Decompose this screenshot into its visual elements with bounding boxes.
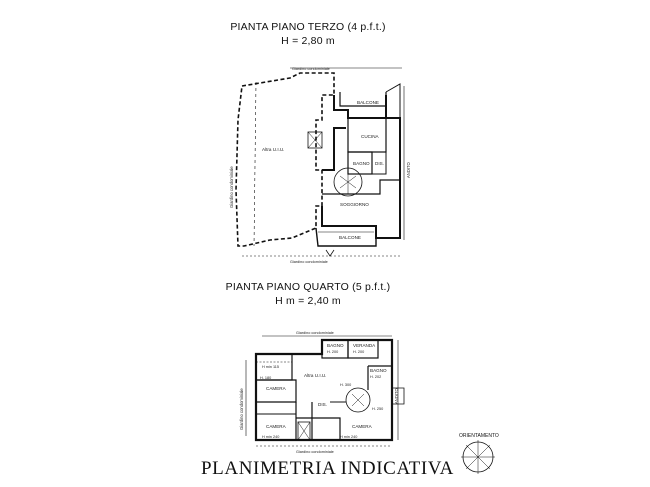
side-label: ANDITO [406,162,411,178]
b-bathroom1-h: H. 200 [327,350,338,354]
balcony-bottom [315,227,377,247]
top-courtyard-label: Giardino condominiale [292,67,330,71]
top-plan-height: H = 2,80 m [281,35,335,47]
other-unit-label: Altra U.I.U. [262,147,284,152]
room1 [256,379,297,403]
orientation-label: ORIENTAMENTO [459,433,499,439]
top-plan [235,67,405,257]
footer-title: PLANIMETRIA INDICATIVA [201,458,454,479]
bottom-plan-labels: Giardino condominiale Giardino condomini… [239,331,399,454]
living-label: SOGGIORNO [340,202,369,207]
top-plan-labels: Giardino condominiale Giardino condomini… [229,67,411,264]
b-attic-label: H min 115 [262,365,279,369]
b-room2-label: CAMERA [266,424,287,429]
b-h300-label: H. 300 [340,383,351,387]
bottom-spiral-stair [345,387,371,413]
bottom-courtyard-label: Giardino condominiale [290,260,328,264]
balcony-bottom-label: BALCONE [339,235,361,240]
b-bathroom1-label: BAGNO [327,343,344,348]
closet-label: DIS. [375,161,384,166]
apartment-walls [321,95,401,239]
b-side-label: ANDITO [394,388,399,404]
b-veranda-h: H. 200 [353,350,364,354]
top-plan-title: PIANTA PIANO TERZO (4 p.f.t.) [230,21,386,33]
b-hmin-left: H min 240 [262,435,279,439]
b-left-courtyard-label: Giardino condominiale [239,388,244,430]
b-room3-label: CAMERA [352,424,373,429]
b-other-unit-label: Altra U.I.U. [304,373,326,378]
kitchen-label: CUCINA [361,134,380,139]
balcony-top [339,92,387,107]
b-hmin-right: H min 240 [340,435,357,439]
bottom-plan-height: H m = 2,40 m [275,295,341,307]
bathroom-label: BAGNO [353,161,370,166]
b-bottom-courtyard-label: Giardino condominiale [296,450,334,454]
b-h250-label: H. 250 [372,407,383,411]
left-courtyard-label: Giardino condominiale [229,166,234,208]
b-veranda-label: VERANDA [353,343,376,348]
other-unit-outline [235,72,335,247]
b-room1-label: CAMERA [266,386,287,391]
b-top-courtyard-label: Giardino condominiale [296,331,334,335]
balcony-top-label: BALCONE [357,100,379,105]
living-room [322,179,400,195]
bottom-plan [245,335,405,447]
b-attic-h: H. 180 [260,376,271,380]
bottom-plan-title: PIANTA PIANO QUARTO (5 p.f.t.) [225,281,391,293]
bathroom2-room [367,365,392,390]
veranda-room [347,339,379,359]
b-bathroom2-h: H. 202 [370,375,381,379]
b-closet-label: DIS. [318,402,327,407]
compass-icon [461,440,495,474]
b-bathroom2-label: BAGNO [370,368,387,373]
